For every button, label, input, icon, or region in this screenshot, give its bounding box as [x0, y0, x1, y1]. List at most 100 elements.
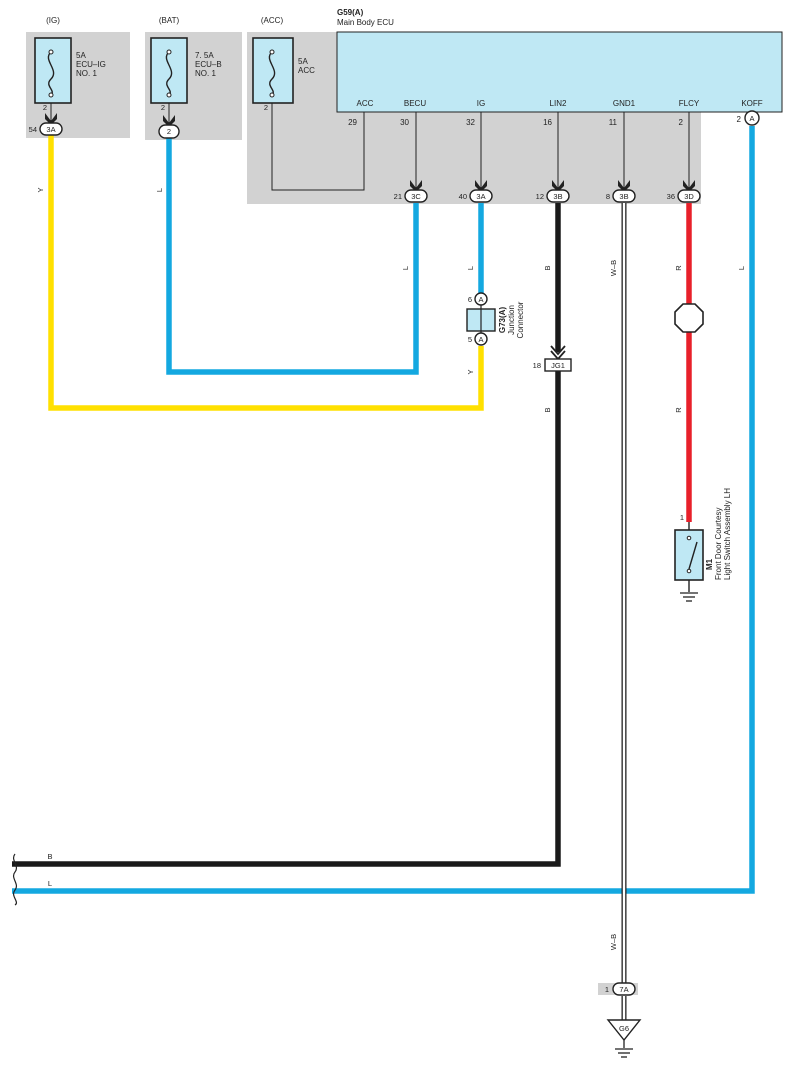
connector-gnd1: 3B 8 — [606, 180, 636, 203]
svg-text:B: B — [47, 852, 52, 861]
ecu-name: Main Body ECU — [337, 18, 394, 27]
fuse-symbol-icon — [268, 51, 276, 96]
svg-text:M1: M1 — [705, 558, 714, 570]
ecu-pin-becu: 30 — [400, 118, 409, 127]
connector-ig: 3A 40 — [459, 180, 493, 203]
ground-symbol-icon — [615, 1048, 633, 1058]
fuse-symbol-icon — [47, 51, 55, 96]
svg-text:Connector: Connector — [516, 301, 525, 338]
svg-text:3B: 3B — [619, 192, 628, 201]
fuse-symbol-icon — [165, 51, 173, 96]
connector-arrow-icon — [163, 115, 175, 127]
ecu-terminal-ig: IG — [477, 99, 485, 108]
ecu-pin-koff: 2 — [737, 115, 742, 124]
wire-blue-bat-becu — [166, 138, 419, 375]
svg-text:3D: 3D — [684, 192, 694, 201]
fuse-ecu-b — [150, 37, 188, 104]
connector-arrow-icon — [45, 113, 57, 125]
svg-text:G6: G6 — [619, 1024, 629, 1033]
connector-arrow-icon — [475, 180, 487, 192]
svg-text:18: 18 — [533, 361, 541, 370]
fuse-bat-rating: 7. 5A — [195, 51, 214, 60]
svg-text:3B: 3B — [553, 192, 562, 201]
wire-labels: Y L L L Y B B W–B W–B R R L B L — [36, 187, 746, 950]
ecu-body — [336, 31, 783, 113]
ecu-pin-flcy: 2 — [679, 118, 684, 127]
connector-flcy: 3D 36 — [667, 180, 701, 203]
ecu-code: G59(A) — [337, 8, 364, 17]
fuse-acc-name: ACC — [298, 66, 315, 75]
connector-fuse-bat: 2 — [158, 115, 180, 139]
ecu-pin-acc: 29 — [348, 118, 357, 127]
chassis-ground-icon — [680, 592, 698, 602]
connector-koff: A — [744, 110, 760, 126]
svg-text:5: 5 — [468, 335, 472, 344]
svg-text:Front Door Courtesy: Front Door Courtesy — [714, 508, 723, 580]
svg-text:L: L — [48, 879, 52, 888]
fuse-acc-rating: 5A — [298, 57, 308, 66]
svg-text:6: 6 — [468, 295, 472, 304]
svg-text:W–B: W–B — [609, 934, 618, 950]
svg-text:B: B — [543, 265, 552, 270]
ecu-pin-lin2: 16 — [543, 118, 552, 127]
svg-text:Junction: Junction — [507, 305, 516, 335]
svg-text:12: 12 — [536, 192, 544, 201]
connector-fuse-ig: 3A 54 — [29, 113, 63, 136]
svg-text:L: L — [401, 266, 410, 270]
internal-lines — [50, 103, 690, 191]
connector-jg1: JG1 18 — [533, 345, 572, 372]
svg-text:W–B: W–B — [609, 260, 618, 276]
ecu-terminal-acc: ACC — [357, 99, 374, 108]
fuse-acc-supply: (ACC) — [261, 16, 284, 25]
fuse-bat-name: ECU–B — [195, 60, 222, 69]
svg-text:54: 54 — [29, 125, 37, 134]
svg-text:R: R — [674, 407, 683, 413]
fuse-acc — [252, 37, 294, 104]
ecu-pin-gnd1: 11 — [609, 118, 618, 127]
connector-arrow-icon — [410, 180, 422, 192]
connector-arrow-icon — [618, 180, 630, 192]
svg-text:7A: 7A — [619, 985, 628, 994]
switch-contact-icon — [688, 541, 698, 570]
wire-break-mark-icon — [12, 853, 18, 906]
fuse-ig-name: ECU–IG — [76, 60, 106, 69]
svg-text:36: 36 — [667, 192, 675, 201]
ecu-connector-pills: 3C 21 3A 40 3B 12 3B 8 3D 36 — [394, 110, 760, 203]
ecu-pin-ig: 32 — [466, 118, 475, 127]
ecu-terminal-becu: BECU — [404, 99, 426, 108]
wire-black-jg1-out — [12, 370, 561, 867]
fuse-ig-name2: NO. 1 — [76, 69, 97, 78]
switch-m1: 1 M1 Front Door Courtesy Light Switch As… — [674, 488, 732, 602]
connector-arrow-icon — [683, 180, 695, 192]
svg-text:21: 21 — [394, 192, 402, 201]
svg-text:JG1: JG1 — [551, 361, 565, 370]
ground-g6: 7A 1 G6 — [605, 982, 642, 1058]
svg-text:L: L — [466, 266, 475, 270]
svg-text:1: 1 — [605, 985, 609, 994]
svg-text:1: 1 — [680, 513, 684, 522]
ecu-terminal-gnd1: GND1 — [613, 99, 636, 108]
fuse-bat-supply: (BAT) — [159, 16, 180, 25]
svg-text:G73(A): G73(A) — [498, 307, 507, 334]
svg-text:2: 2 — [167, 127, 171, 136]
ecu-terminal-flcy: FLCY — [679, 99, 700, 108]
ground-triangle-icon — [606, 1019, 642, 1042]
fuse-bat-name2: NO. 1 — [195, 69, 216, 78]
ecu-terminal-koff: KOFF — [741, 99, 762, 108]
connector-becu: 3C 21 — [394, 180, 428, 203]
wire-blue-koff — [12, 126, 755, 894]
svg-text:Light Switch Assembly LH: Light Switch Assembly LH — [723, 488, 732, 580]
fuse-ig-supply: (IG) — [46, 16, 60, 25]
svg-text:A: A — [478, 335, 483, 344]
svg-text:A: A — [749, 114, 754, 123]
svg-text:A: A — [478, 295, 483, 304]
svg-text:3A: 3A — [476, 192, 485, 201]
svg-text:B: B — [543, 407, 552, 412]
svg-text:Y: Y — [466, 369, 475, 374]
svg-text:R: R — [674, 265, 683, 271]
svg-text:3C: 3C — [411, 192, 421, 201]
fuse-bat-pin: 2 — [161, 103, 165, 112]
fuse-ig-rating: 5A — [76, 51, 86, 60]
junction-connector-g73: A 6 A 5 G73(A) Junction Connector — [466, 292, 525, 346]
